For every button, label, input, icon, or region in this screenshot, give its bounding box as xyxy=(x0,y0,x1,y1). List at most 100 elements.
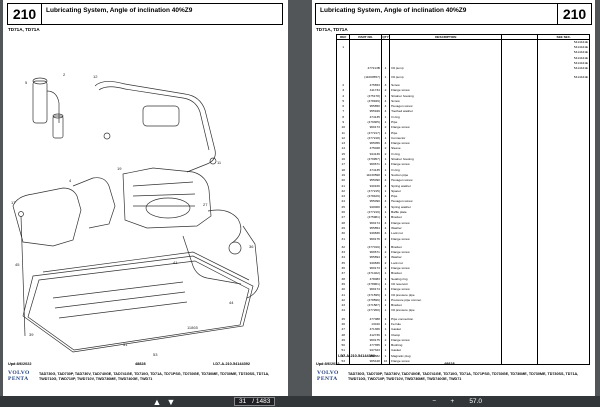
cell-blank xyxy=(501,244,539,250)
footer-date: Upd:8/6/2022 xyxy=(316,362,340,366)
cell-description: Oil pump xyxy=(389,66,503,72)
cell-blank xyxy=(501,332,539,338)
cell-description: Flange screw xyxy=(389,162,503,168)
right-page: 210 Lubricating System, Angle of inclina… xyxy=(312,0,595,396)
page-number-input[interactable]: 31 xyxy=(239,398,247,405)
cell-ref xyxy=(335,79,351,83)
cell-qty: 1 xyxy=(380,348,391,354)
cell-see-sec xyxy=(537,321,590,328)
cell-see-sec xyxy=(537,358,590,365)
cell-see-sec xyxy=(537,281,590,288)
cell-ref: 22 xyxy=(335,188,351,195)
cell-ref: 37 xyxy=(335,271,351,277)
cell-description: Flange screw xyxy=(389,220,503,226)
cell-qty: 16 xyxy=(380,358,391,365)
cell-ref: 47 xyxy=(335,327,351,333)
cell-description: Spacer xyxy=(389,188,503,195)
cell-description: Gasket xyxy=(389,327,503,333)
cell-blank xyxy=(501,135,539,142)
cell-qty: 1 xyxy=(380,343,391,349)
svg-text:27: 27 xyxy=(203,202,208,207)
cell-ref: 30 xyxy=(335,231,351,237)
cell-see-sec xyxy=(537,225,590,232)
cell-see-sec xyxy=(537,244,590,250)
cell-see-sec xyxy=(537,255,590,261)
cell-blank xyxy=(501,188,539,195)
cell-qty: 2 xyxy=(380,260,391,266)
cell-see-sec xyxy=(537,146,590,152)
parts-table: REF PART NO. QTY DESCRIPTION SEE SEC. 54… xyxy=(335,34,590,365)
cell-ref: 15 xyxy=(335,151,351,157)
cell-qty: 1 xyxy=(380,130,391,136)
cell-qty xyxy=(380,71,391,75)
cell-blank xyxy=(501,74,539,80)
model-list: TAD730G, TAD730P, TAD730V, TAD740GE, TAD… xyxy=(39,372,270,381)
cell-see-sec xyxy=(537,209,590,216)
cell-ref: 29 xyxy=(335,225,351,232)
cell-qty xyxy=(380,60,391,67)
zoom-level[interactable]: 57.0 xyxy=(469,398,482,405)
cell-ref: 48 xyxy=(335,332,351,338)
volvo-penta-logo: VOLVO PENTA xyxy=(8,370,30,382)
footer-doc-id: I-D7-A-210-54144392 xyxy=(213,362,250,366)
cell-see-sec xyxy=(537,249,590,256)
zoom-out-icon[interactable]: − xyxy=(432,398,437,405)
col-description: DESCRIPTION xyxy=(389,34,503,40)
cell-ref xyxy=(335,60,351,67)
cell-description: Lock nut xyxy=(389,231,503,237)
cell-description: O-ring xyxy=(389,114,503,120)
cell-blank xyxy=(501,327,539,333)
cell-blank xyxy=(501,172,539,179)
cell-description: Baffle plate xyxy=(389,209,503,216)
cell-see-sec xyxy=(537,125,590,131)
cell-ref: 2 xyxy=(335,82,351,89)
cell-blank xyxy=(501,199,539,205)
page-up-icon[interactable]: ▲ xyxy=(152,396,162,407)
cell-see-sec: 5414441E xyxy=(537,39,590,45)
cell-see-sec xyxy=(537,188,590,195)
cell-see-sec xyxy=(537,265,590,272)
cell-see-sec xyxy=(537,98,590,104)
cell-qty: 4 xyxy=(380,178,391,184)
cell-description xyxy=(389,60,503,67)
cell-description xyxy=(389,71,503,75)
cell-qty: 4 xyxy=(380,204,391,210)
cell-blank xyxy=(501,313,539,317)
page-subtitle: TD71A, TD71A xyxy=(316,27,348,32)
cell-blank xyxy=(501,215,539,221)
cell-ref: 3 xyxy=(335,88,351,94)
cell-qty: 1 xyxy=(380,332,391,338)
cell-blank xyxy=(501,178,539,184)
cell-ref: 11 xyxy=(335,130,351,136)
cell-qty: 1 xyxy=(380,156,391,163)
cell-see-sec xyxy=(537,130,590,136)
cell-description: Connector xyxy=(389,135,503,142)
cell-blank xyxy=(501,358,539,365)
cell-ref: 23 xyxy=(335,194,351,200)
cell-qty xyxy=(380,313,391,317)
zoom-in-icon[interactable]: + xyxy=(450,398,455,405)
cell-see-sec xyxy=(537,141,590,147)
cell-ref: 52 xyxy=(335,353,351,359)
svg-text:39: 39 xyxy=(29,332,34,337)
col-see-sec: SEE SEC. xyxy=(537,34,590,40)
svg-text:44: 44 xyxy=(229,300,234,305)
cell-blank xyxy=(501,39,539,45)
page-number: 210 xyxy=(8,4,42,24)
cell-description: Pressure pipe connec. xyxy=(389,297,503,303)
cell-ref: 28 xyxy=(335,220,351,226)
cell-blank xyxy=(501,265,539,272)
cell-description: Hexagon screw xyxy=(389,103,503,110)
cell-blank xyxy=(501,50,539,56)
cell-blank xyxy=(501,271,539,277)
cell-blank xyxy=(501,204,539,210)
page-down-icon[interactable]: ▼ xyxy=(166,396,176,407)
cell-blank xyxy=(501,292,539,298)
